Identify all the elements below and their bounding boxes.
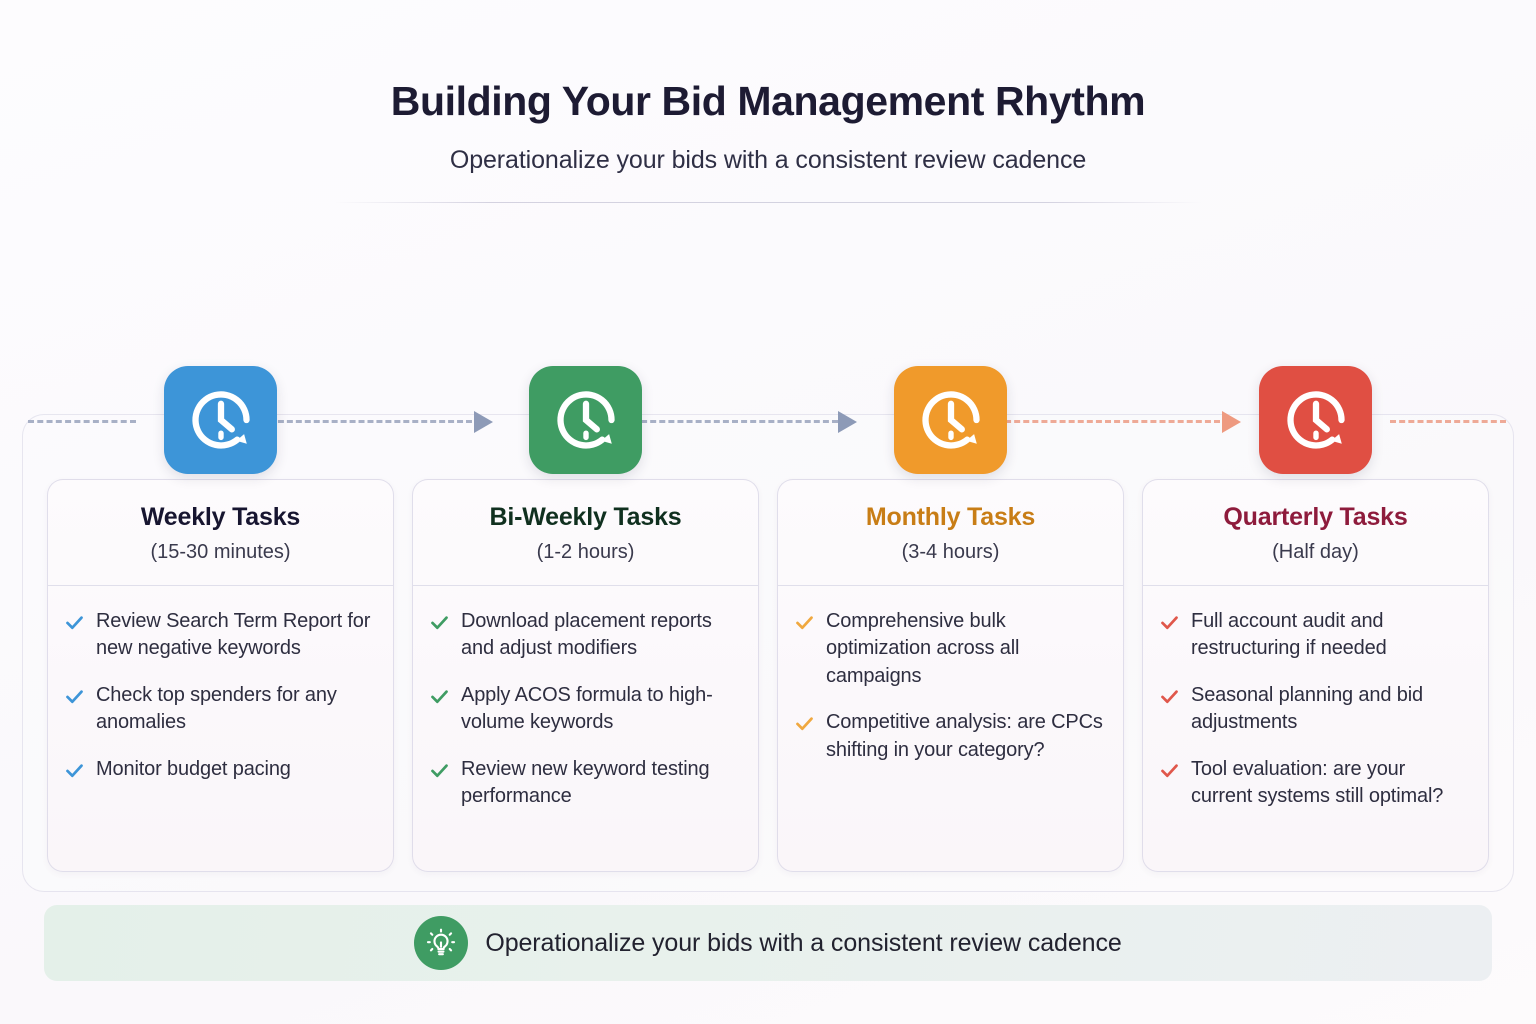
connector-dash-end xyxy=(1390,420,1506,423)
task-item: Review Search Term Report for new negati… xyxy=(64,608,373,663)
connector-arrow-1 xyxy=(474,411,493,433)
cadence-column-monthly: Monthly Tasks (3-4 hours) Comprehensive … xyxy=(777,366,1124,872)
check-icon xyxy=(1159,686,1180,712)
task-item: Download placement reports and adjust mo… xyxy=(429,608,738,663)
connector-dash-3 xyxy=(996,420,1220,423)
quarterly-card-duration: (Half day) xyxy=(1272,540,1359,563)
clock-icon xyxy=(185,384,257,456)
quarterly-icon-tile xyxy=(1259,366,1372,474)
check-icon xyxy=(794,713,815,739)
page-subtitle: Operationalize your bids with a consiste… xyxy=(449,146,1087,175)
quarterly-card-title: Quarterly Tasks xyxy=(1223,503,1408,531)
task-item: Apply ACOS formula to high-volume keywor… xyxy=(429,682,738,737)
cadence-column-quarterly: Quarterly Tasks (Half day) Full account … xyxy=(1142,366,1489,872)
footer-callout-text: Operationalize your bids with a consiste… xyxy=(485,928,1122,957)
task-text: Download placement reports and adjust mo… xyxy=(461,609,712,660)
biweekly-card-title: Bi-Weekly Tasks xyxy=(489,503,682,531)
task-item: Seasonal planning and bid adjustments xyxy=(1159,682,1468,737)
task-text: Review Search Term Report for new negati… xyxy=(96,609,371,660)
task-text: Apply ACOS formula to high-volume keywor… xyxy=(461,683,713,734)
task-item: Monitor budget pacing xyxy=(64,756,373,786)
task-item: Competitive analysis: are CPCs shifting … xyxy=(794,709,1103,764)
page-title: Building Your Bid Management Rhythm xyxy=(390,78,1146,124)
check-icon xyxy=(64,612,85,638)
quarterly-card-header: Quarterly Tasks (Half day) xyxy=(1143,480,1488,586)
cadence-column-biweekly: Bi-Weekly Tasks (1-2 hours) Download pla… xyxy=(412,366,759,872)
monthly-task-card[interactable]: Monthly Tasks (3-4 hours) Comprehensive … xyxy=(777,479,1124,872)
task-item: Check top spenders for any anomalies xyxy=(64,682,373,737)
task-text: Check top spenders for any anomalies xyxy=(96,683,337,734)
task-text: Comprehensive bulk optimization across a… xyxy=(826,609,1020,687)
clock-icon xyxy=(1280,384,1352,456)
lightbulb-icon xyxy=(414,916,469,970)
check-icon xyxy=(429,686,450,712)
quarterly-task-list: Full account audit and restructuring if … xyxy=(1143,586,1488,832)
task-text: Review new keyword testing performance xyxy=(461,757,710,808)
monthly-card-header: Monthly Tasks (3-4 hours) xyxy=(778,480,1123,586)
task-item: Comprehensive bulk optimization across a… xyxy=(794,608,1103,691)
task-text: Seasonal planning and bid adjustments xyxy=(1191,683,1424,734)
weekly-card-duration: (15-30 minutes) xyxy=(150,540,291,563)
task-text: Competitive analysis: are CPCs shifting … xyxy=(826,711,1103,761)
biweekly-task-list: Download placement reports and adjust mo… xyxy=(413,586,758,832)
monthly-card-title: Monthly Tasks xyxy=(865,503,1036,531)
check-icon xyxy=(794,612,815,638)
footer-callout-banner: Operationalize your bids with a consiste… xyxy=(44,905,1492,981)
connector-dash-2 xyxy=(632,420,838,423)
quarterly-task-card[interactable]: Quarterly Tasks (Half day) Full account … xyxy=(1142,479,1489,872)
check-icon xyxy=(64,686,85,712)
check-icon xyxy=(1159,760,1180,786)
task-item: Review new keyword testing performance xyxy=(429,756,738,811)
connector-dash-start xyxy=(28,420,136,423)
connector-arrow-3 xyxy=(1222,411,1241,433)
page-header: Building Your Bid Management Rhythm Oper… xyxy=(0,0,1536,204)
task-item: Full account audit and restructuring if … xyxy=(1159,608,1468,663)
weekly-task-list: Review Search Term Report for new negati… xyxy=(48,586,393,806)
biweekly-icon-tile xyxy=(529,366,642,474)
header-divider xyxy=(335,202,1201,204)
biweekly-card-header: Bi-Weekly Tasks (1-2 hours) xyxy=(413,480,758,586)
check-icon xyxy=(429,760,450,786)
check-icon xyxy=(429,612,450,638)
task-cadence-columns: Weekly Tasks (15-30 minutes) Review Sear… xyxy=(0,366,1536,872)
check-icon xyxy=(1159,612,1180,638)
connector-arrow-2 xyxy=(838,411,857,433)
task-text: Monitor budget pacing xyxy=(96,757,291,780)
weekly-card-header: Weekly Tasks (15-30 minutes) xyxy=(48,480,393,586)
clock-icon xyxy=(915,384,987,456)
weekly-card-title: Weekly Tasks xyxy=(140,503,301,531)
task-item: Tool evaluation: are your current system… xyxy=(1159,756,1468,811)
task-text: Full account audit and restructuring if … xyxy=(1191,609,1387,660)
weekly-task-card[interactable]: Weekly Tasks (15-30 minutes) Review Sear… xyxy=(47,479,394,872)
clock-icon xyxy=(550,384,622,456)
weekly-icon-tile xyxy=(164,366,277,474)
biweekly-card-duration: (1-2 hours) xyxy=(536,540,635,563)
biweekly-task-card[interactable]: Bi-Weekly Tasks (1-2 hours) Download pla… xyxy=(412,479,759,872)
task-text: Tool evaluation: are your current system… xyxy=(1191,757,1444,808)
monthly-task-list: Comprehensive bulk optimization across a… xyxy=(778,586,1123,785)
monthly-card-duration: (3-4 hours) xyxy=(901,540,1000,563)
monthly-icon-tile xyxy=(894,366,1007,474)
connector-dash-1 xyxy=(260,420,472,423)
timeline-connector-track xyxy=(0,411,1536,433)
check-icon xyxy=(64,760,85,786)
cadence-column-weekly: Weekly Tasks (15-30 minutes) Review Sear… xyxy=(47,366,394,872)
